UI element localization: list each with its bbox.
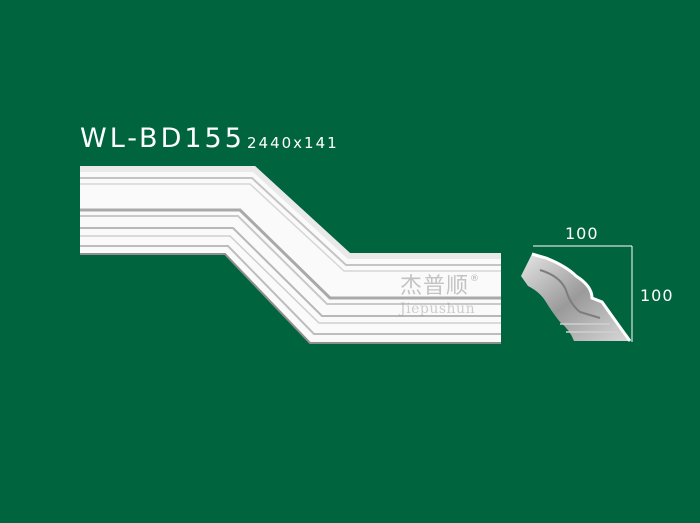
- watermark-registered-mark: ®: [470, 274, 479, 284]
- dimension-lines: [533, 245, 633, 342]
- watermark-brand-cn: 杰普顺: [400, 274, 470, 299]
- profile-width-label: 100: [565, 224, 599, 243]
- molding-profile: [521, 252, 632, 342]
- watermark-brand-en: Jiepushun: [400, 301, 476, 317]
- product-code: WL-BD155: [80, 123, 245, 154]
- product-size: 2440x141: [247, 134, 339, 152]
- profile-height-label: 100: [640, 286, 674, 305]
- molding-strip: [80, 166, 501, 344]
